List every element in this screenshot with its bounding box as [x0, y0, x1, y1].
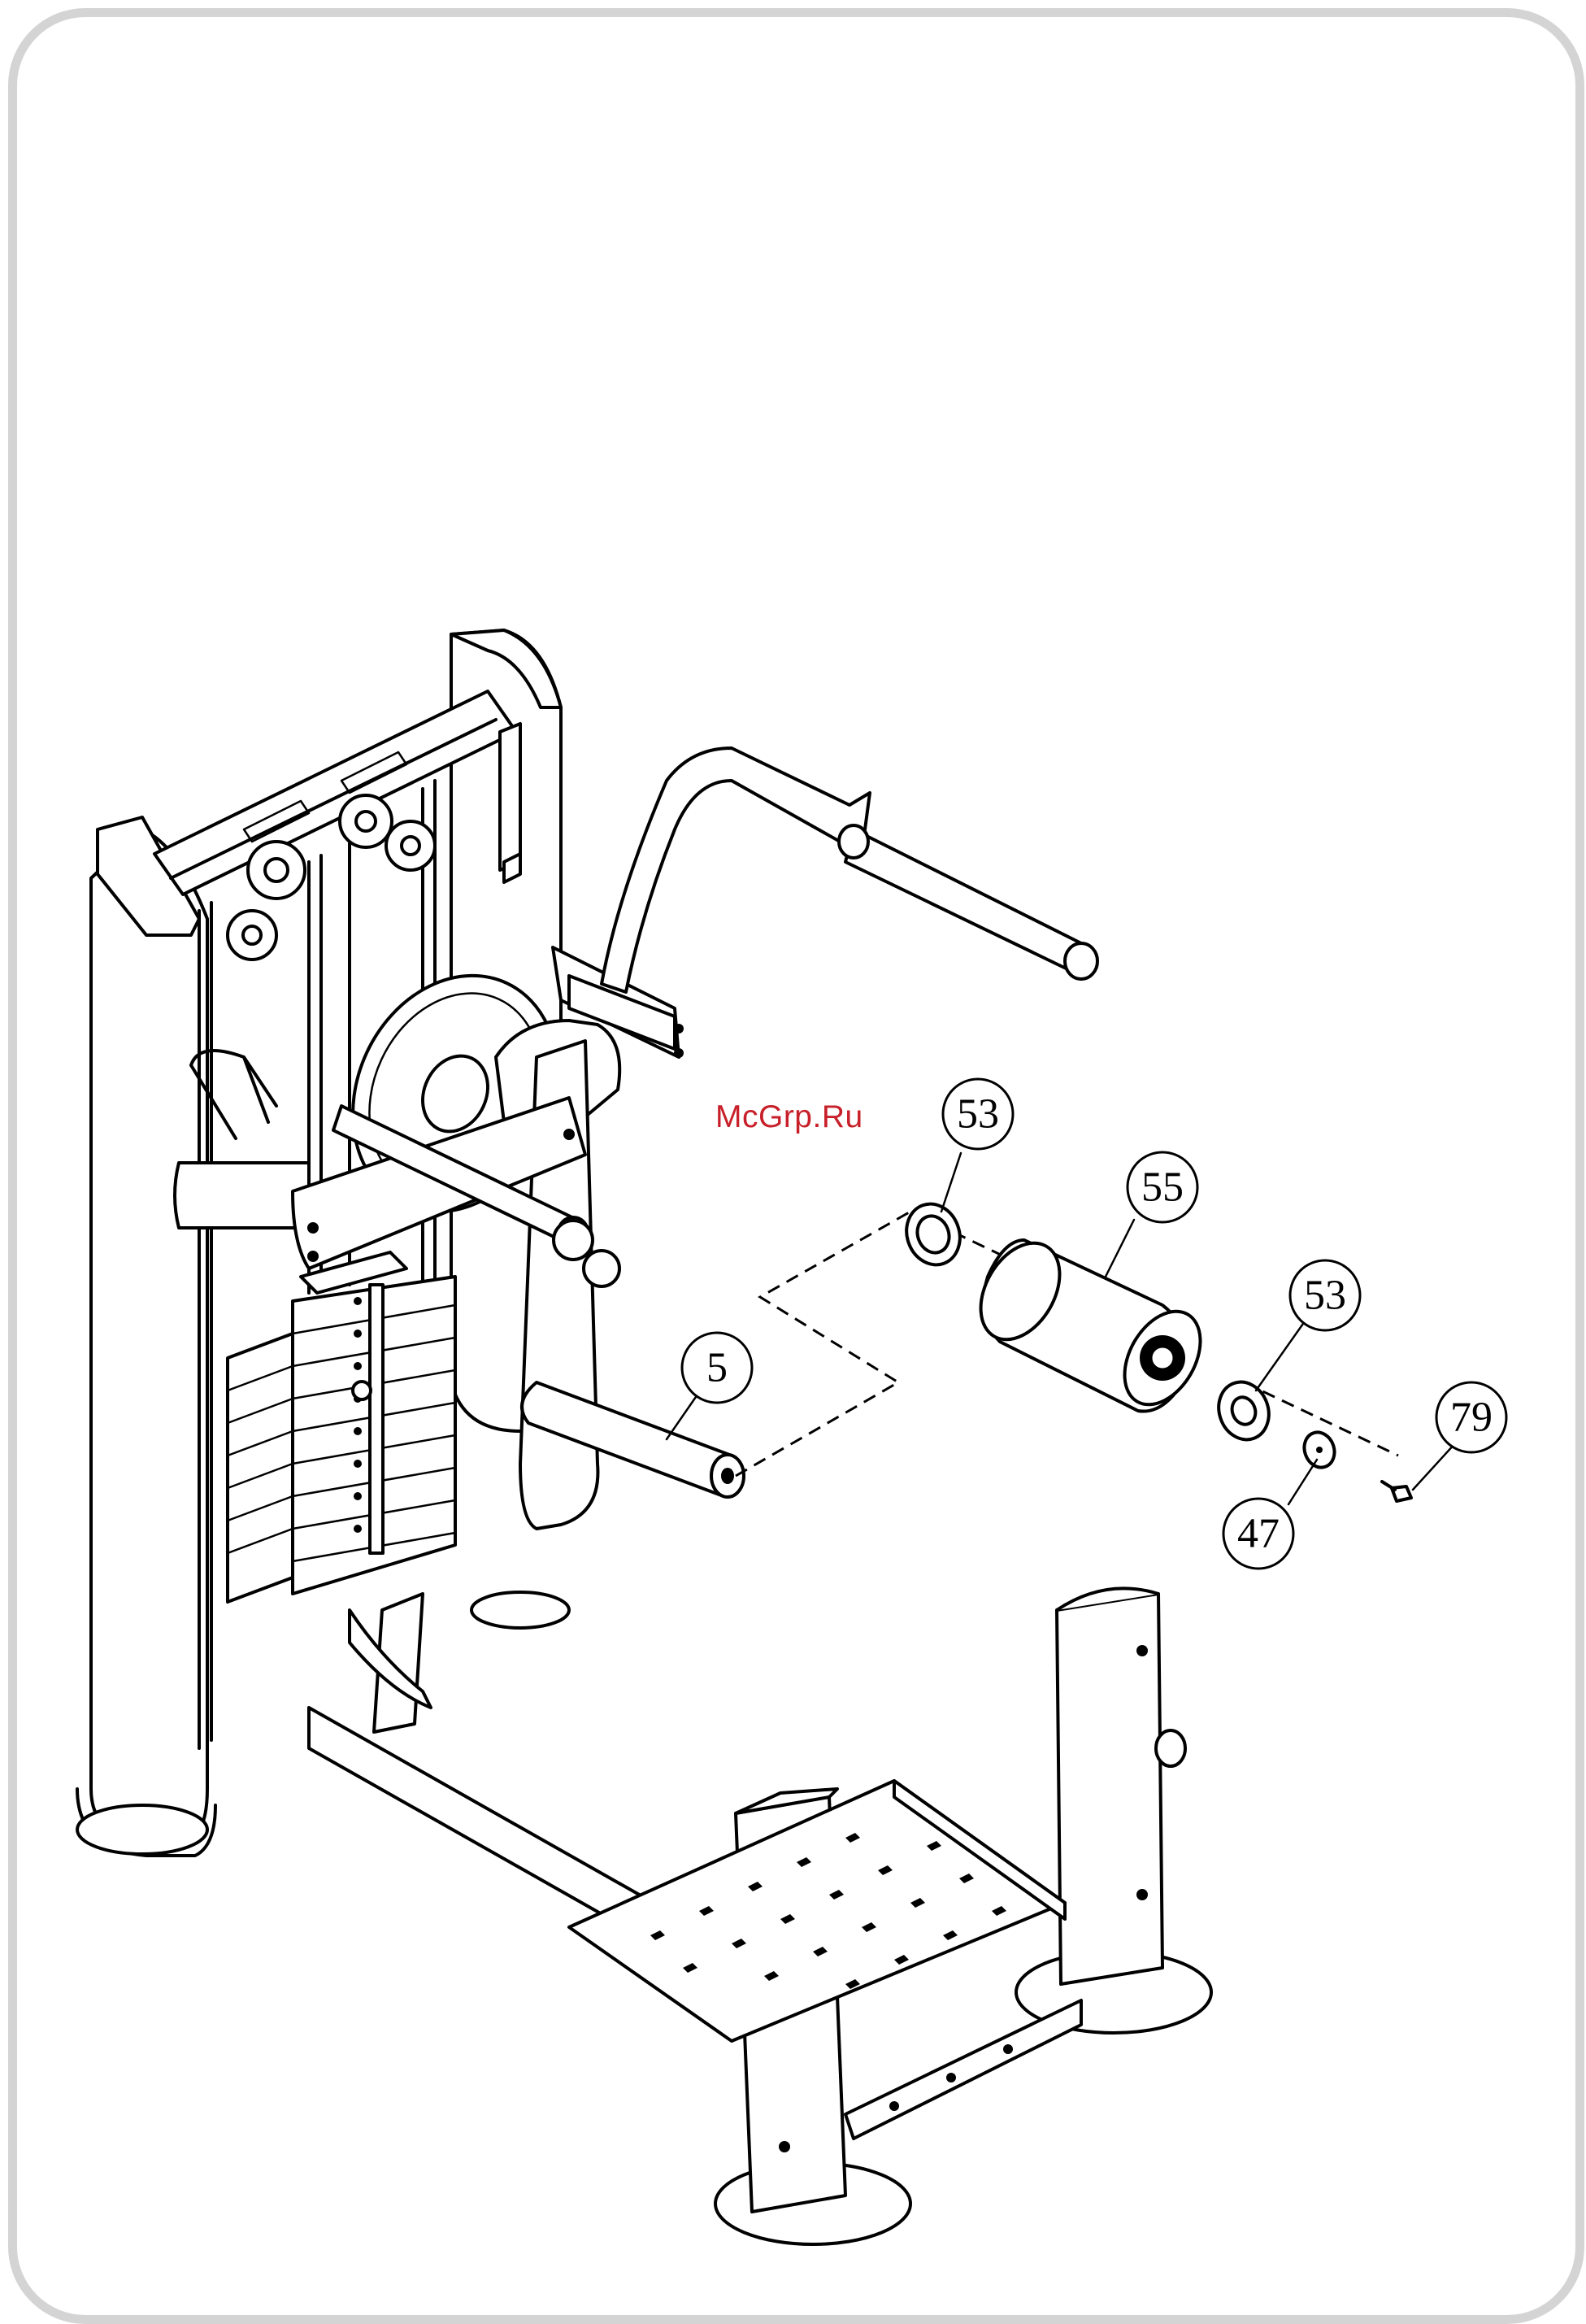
callout-label: 53	[957, 1091, 999, 1138]
base-frame	[77, 1588, 1211, 2244]
washer-53-upper	[898, 1196, 968, 1272]
roller-pad-55	[965, 1229, 1216, 1418]
weight-stack	[228, 1252, 455, 1602]
watermark-text: McGrp.Ru	[715, 1099, 863, 1135]
callout-79: 79	[1436, 1382, 1506, 1452]
callout-5: 5	[682, 1333, 752, 1403]
callout-label: 47	[1237, 1511, 1280, 1557]
callout-label: 79	[1450, 1395, 1493, 1441]
callout-47: 47	[1223, 1499, 1293, 1569]
callout-label: 53	[1304, 1273, 1346, 1319]
washer-47	[1300, 1428, 1340, 1472]
handle-bar	[602, 748, 1097, 992]
callout-55: 55	[1128, 1152, 1197, 1222]
callout-label: 55	[1141, 1164, 1184, 1211]
callout-53-upper: 53	[943, 1079, 1013, 1149]
washer-53-lower	[1210, 1375, 1276, 1447]
callout-53-lower: 53	[1290, 1260, 1360, 1330]
screw-79	[1382, 1482, 1411, 1501]
callout-label: 5	[706, 1345, 728, 1391]
